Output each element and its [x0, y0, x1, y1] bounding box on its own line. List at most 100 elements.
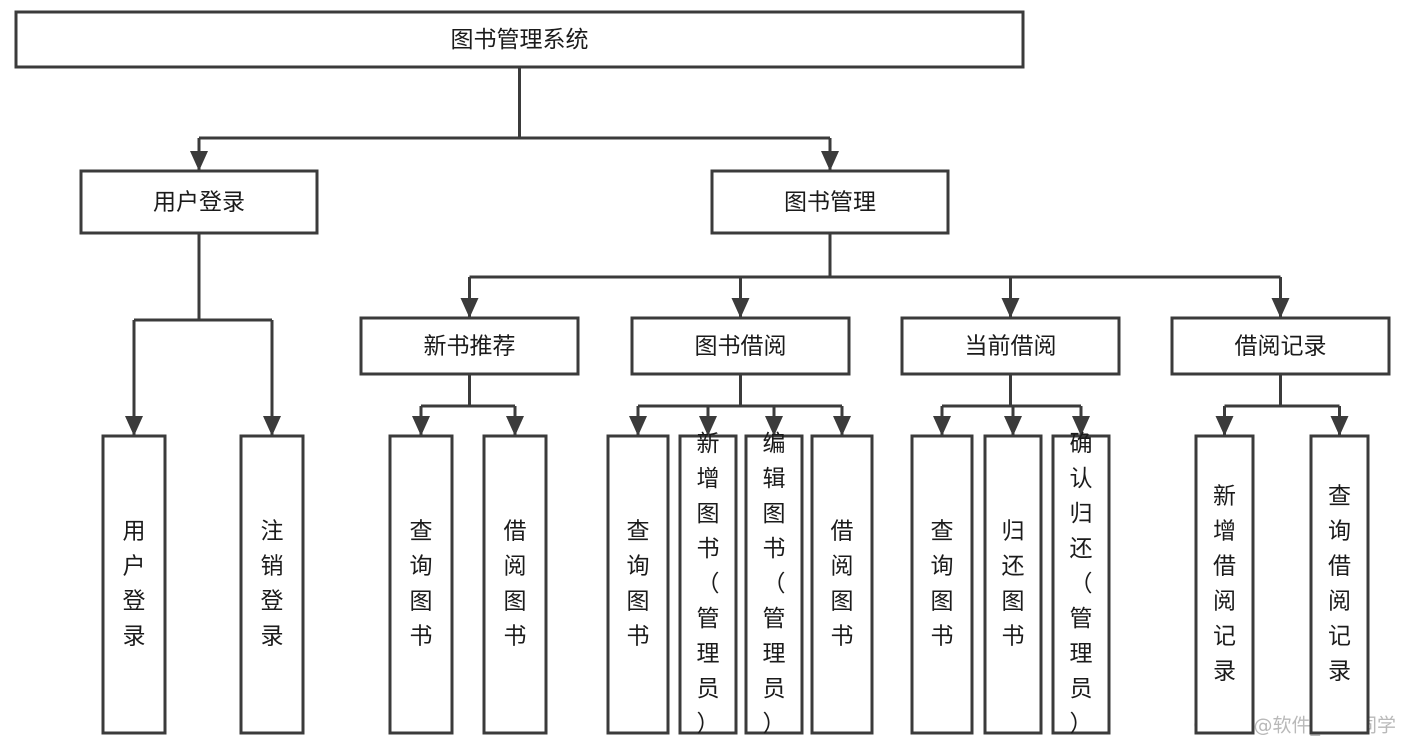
- node-label: 图书管理系统: [451, 27, 589, 53]
- node-label-char: 书: [627, 624, 650, 650]
- node-label-char: 借: [1213, 554, 1236, 580]
- node-label-char: 编: [763, 431, 786, 457]
- node-label-char: 管: [1070, 606, 1093, 632]
- node-label: 当前借阅: [965, 334, 1057, 360]
- node-label-char: ）: [697, 711, 720, 737]
- node-box[interactable]: [630, 316, 851, 376]
- node-label-char: 新: [697, 431, 720, 457]
- node-label-char: 图: [1002, 589, 1025, 615]
- node-label-char: 记: [1213, 624, 1236, 650]
- root-node-root[interactable]: 图书管理系统: [14, 10, 1025, 69]
- node-label-char: 员: [763, 676, 786, 702]
- node-box[interactable]: [482, 434, 548, 735]
- node-label-char: 图: [504, 589, 527, 615]
- node-box[interactable]: [1194, 434, 1255, 735]
- arrow-head-icon: [629, 416, 647, 436]
- leaf-node-leaf-user-login[interactable]: 用户登录: [101, 434, 167, 735]
- node-box[interactable]: [388, 434, 454, 735]
- node-label-char: 书: [697, 536, 720, 562]
- node-label-char: 录: [1328, 659, 1351, 685]
- level2-node-user-login[interactable]: 用户登录: [79, 169, 319, 235]
- node-box[interactable]: [710, 169, 950, 235]
- node-label-char: 员: [697, 676, 720, 702]
- node-label-char: 查: [627, 519, 650, 545]
- node-label-char: 归: [1070, 501, 1093, 527]
- node-label-char: 员: [1070, 676, 1093, 702]
- node-box[interactable]: [1309, 434, 1370, 735]
- node-label-char: 查: [1328, 484, 1351, 510]
- node-box[interactable]: [744, 434, 804, 735]
- node-label-char: 录: [261, 624, 284, 650]
- node-box[interactable]: [101, 434, 167, 735]
- node-label: 借阅记录: [1235, 334, 1327, 360]
- node-label-char: 辑: [763, 466, 786, 492]
- node-label-char: 阅: [504, 554, 527, 580]
- node-box[interactable]: [1051, 434, 1111, 735]
- node-label-char: 理: [697, 641, 720, 667]
- node-label-char: 注: [261, 519, 284, 545]
- node-box[interactable]: [359, 316, 580, 376]
- level3-node-new-book-recommend[interactable]: 新书推荐: [359, 316, 580, 376]
- node-label-char: 借: [1328, 554, 1351, 580]
- node-label-char: 确: [1070, 431, 1093, 457]
- node-box[interactable]: [678, 434, 738, 735]
- node-box[interactable]: [983, 434, 1043, 735]
- node-box[interactable]: [1170, 316, 1391, 376]
- node-box[interactable]: [14, 10, 1025, 69]
- node-box[interactable]: [900, 316, 1121, 376]
- node-box[interactable]: [810, 434, 874, 735]
- node-label-char: 书: [831, 624, 854, 650]
- arrow-head-icon: [190, 151, 208, 171]
- level3-node-book-borrow[interactable]: 图书借阅: [630, 316, 851, 376]
- node-box[interactable]: [910, 434, 974, 735]
- node-boxes: 用户登录图书管理新书推荐图书借阅当前借阅借阅记录用户登录注销登录查询图书借阅图书…: [14, 10, 1391, 737]
- node-label-char: 管: [697, 606, 720, 632]
- arrow-head-icon: [821, 151, 839, 171]
- node-label-char: （: [1070, 571, 1093, 597]
- node-label-char: 户: [123, 554, 146, 580]
- node-label: 图书借阅: [695, 334, 787, 360]
- node-label-char: 询: [1328, 519, 1351, 545]
- arrow-head-icon: [765, 416, 783, 436]
- node-label: 新书推荐: [424, 334, 516, 360]
- arrow-head-icon: [833, 416, 851, 436]
- level3-node-current-borrow[interactable]: 当前借阅: [900, 316, 1121, 376]
- node-label-char: ）: [763, 711, 786, 737]
- node-label-char: 询: [627, 554, 650, 580]
- arrow-head-icon: [1271, 298, 1290, 318]
- node-label-char: 用: [123, 519, 146, 545]
- node-label-char: 图: [763, 501, 786, 527]
- node-label-char: 借: [831, 519, 854, 545]
- node-label-char: 借: [504, 519, 527, 545]
- arrow-head-icon: [506, 416, 524, 436]
- node-label-char: 书: [931, 624, 954, 650]
- node-label-char: 增: [1213, 519, 1236, 545]
- node-label-char: 管: [763, 606, 786, 632]
- node-label-char: 增: [697, 466, 720, 492]
- node-box[interactable]: [239, 434, 305, 735]
- level2-node-book-management[interactable]: 图书管理: [710, 169, 950, 235]
- arrow-head-icon: [460, 298, 479, 318]
- node-label-char: 销: [261, 554, 284, 580]
- node-label-char: 认: [1070, 466, 1093, 492]
- node-box[interactable]: [79, 169, 319, 235]
- node-label: 用户登录: [153, 190, 245, 216]
- level3-node-borrow-records[interactable]: 借阅记录: [1170, 316, 1391, 376]
- node-label-char: 阅: [1328, 589, 1351, 615]
- node-box[interactable]: [606, 434, 670, 735]
- arrow-head-icon: [1004, 416, 1022, 436]
